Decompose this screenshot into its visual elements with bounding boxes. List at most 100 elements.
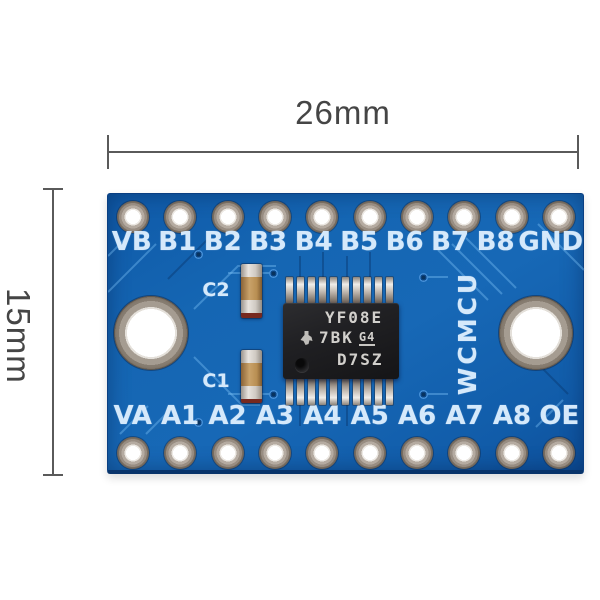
pin-hole	[495, 201, 528, 233]
height-dimension-line	[52, 188, 54, 476]
bottom-pin-holes	[117, 437, 575, 469]
pin-label-a2: A2	[208, 401, 247, 431]
bottom-pin-labels: VA A1 A2 A3 A4 A5 A6 A7 A8 OE	[109, 401, 583, 431]
pin-hole	[353, 201, 386, 233]
pin-label-gnd: GND	[518, 227, 584, 257]
pcb-board: VB B1 B2 B3 B4 B5 B6 B7 B8 GND VA A1 A2 …	[107, 193, 585, 474]
pin-label-b4: B4	[294, 227, 333, 257]
pin-label-a3: A3	[255, 401, 295, 431]
capacitor-terminal	[241, 300, 262, 313]
pin-label-b7: B7	[431, 227, 470, 257]
ic-pin	[297, 277, 305, 303]
chip-marking-line1: YF08E	[325, 308, 384, 327]
ic-pin	[341, 379, 349, 405]
ic-pin	[308, 379, 316, 405]
pin-hole	[400, 437, 433, 469]
pin-label-a1: A1	[161, 401, 200, 431]
pin-label-oe: OE	[539, 401, 580, 431]
pin-label-va: VA	[113, 401, 152, 431]
pin-hole	[211, 201, 244, 233]
pin1-indicator-dot	[295, 358, 309, 372]
width-dimension-line	[107, 151, 579, 153]
ic-pin	[330, 277, 338, 303]
height-dimension-tick-bottom	[43, 474, 63, 476]
ic-pin	[297, 379, 305, 405]
chip-marking-line2: 7BK G4	[299, 328, 376, 347]
ic-pin	[374, 277, 382, 303]
pin-label-b5: B5	[340, 227, 379, 257]
ic-pins-bottom	[286, 379, 393, 405]
ic-pin	[286, 379, 293, 405]
pin-hole	[117, 201, 149, 233]
height-dimension-label: 15mm	[0, 288, 37, 384]
ic-pin	[330, 379, 338, 405]
ic-chip: YF08E 7BK G4 D7SZ	[283, 303, 399, 379]
top-pin-holes	[117, 201, 575, 233]
via	[419, 273, 428, 282]
width-dimension-tick-right	[577, 135, 579, 169]
ic-pin	[352, 379, 360, 405]
top-pin-labels: VB B1 B2 B3 B4 B5 B6 B7 B8 GND	[109, 227, 583, 257]
pin-hole	[211, 437, 244, 469]
ic-pin	[363, 277, 371, 303]
capacitor-terminal	[241, 350, 262, 363]
pin-hole	[353, 437, 386, 469]
pin-label-a6: A6	[398, 401, 437, 431]
via	[194, 250, 203, 259]
ic-pin	[352, 277, 360, 303]
pin-hole	[400, 201, 433, 233]
ic-pin	[374, 379, 382, 405]
pin-hole	[306, 437, 339, 469]
pin-hole	[117, 437, 149, 469]
pin-label-b2: B2	[203, 227, 242, 257]
pin-hole	[495, 437, 528, 469]
solder-joint	[241, 313, 262, 318]
capacitor-body	[241, 277, 262, 300]
ic-pin	[319, 277, 327, 303]
pin-label-a5: A5	[350, 401, 389, 431]
solder-joint	[241, 399, 262, 403]
width-dimension-tick-left	[107, 135, 109, 169]
capacitor-c1-label: C1	[202, 370, 230, 392]
capacitor-body	[241, 363, 262, 386]
pin-hole	[164, 201, 197, 233]
pin-hole	[306, 201, 339, 233]
ic-pins-top	[286, 277, 393, 303]
capacitor-terminal	[241, 386, 262, 399]
ic-pin	[308, 277, 316, 303]
pin-hole	[164, 437, 197, 469]
capacitor-c1	[241, 350, 262, 403]
pin-hole	[542, 201, 575, 233]
chip-marking-lot: 7BK	[319, 328, 354, 347]
via	[269, 390, 278, 399]
capacitor-c2-label: C2	[202, 279, 230, 301]
capacitor-terminal	[241, 264, 262, 277]
chip-marking-line3: D7SZ	[337, 350, 384, 369]
texas-instruments-logo-icon	[300, 331, 313, 345]
pin-label-vb: VB	[111, 227, 152, 257]
pin-hole	[258, 437, 291, 469]
pin-hole	[258, 201, 291, 233]
ic-pin	[385, 379, 393, 405]
pin-label-a7: A7	[445, 401, 484, 431]
brand-text-vertical: WCMCU	[453, 270, 482, 396]
ic-pin	[363, 379, 371, 405]
pin-label-a8: A8	[492, 401, 532, 431]
pin-label-a4: A4	[303, 401, 342, 431]
pin-label-b1: B1	[158, 227, 197, 257]
ic-pin	[385, 277, 393, 303]
ic-pin	[319, 379, 327, 405]
chip-marking-suffix: G4	[358, 329, 376, 346]
via	[194, 418, 203, 427]
height-dimension-tick-top	[43, 188, 63, 190]
pin-label-b6: B6	[385, 227, 424, 257]
pin-hole	[448, 437, 481, 469]
ic-pin	[341, 277, 349, 303]
via	[419, 390, 428, 399]
mounting-hole-right	[499, 296, 573, 370]
via	[269, 269, 278, 278]
width-dimension-label: 26mm	[295, 94, 391, 131]
ic-pin	[286, 277, 293, 303]
mounting-hole-left	[114, 296, 188, 370]
